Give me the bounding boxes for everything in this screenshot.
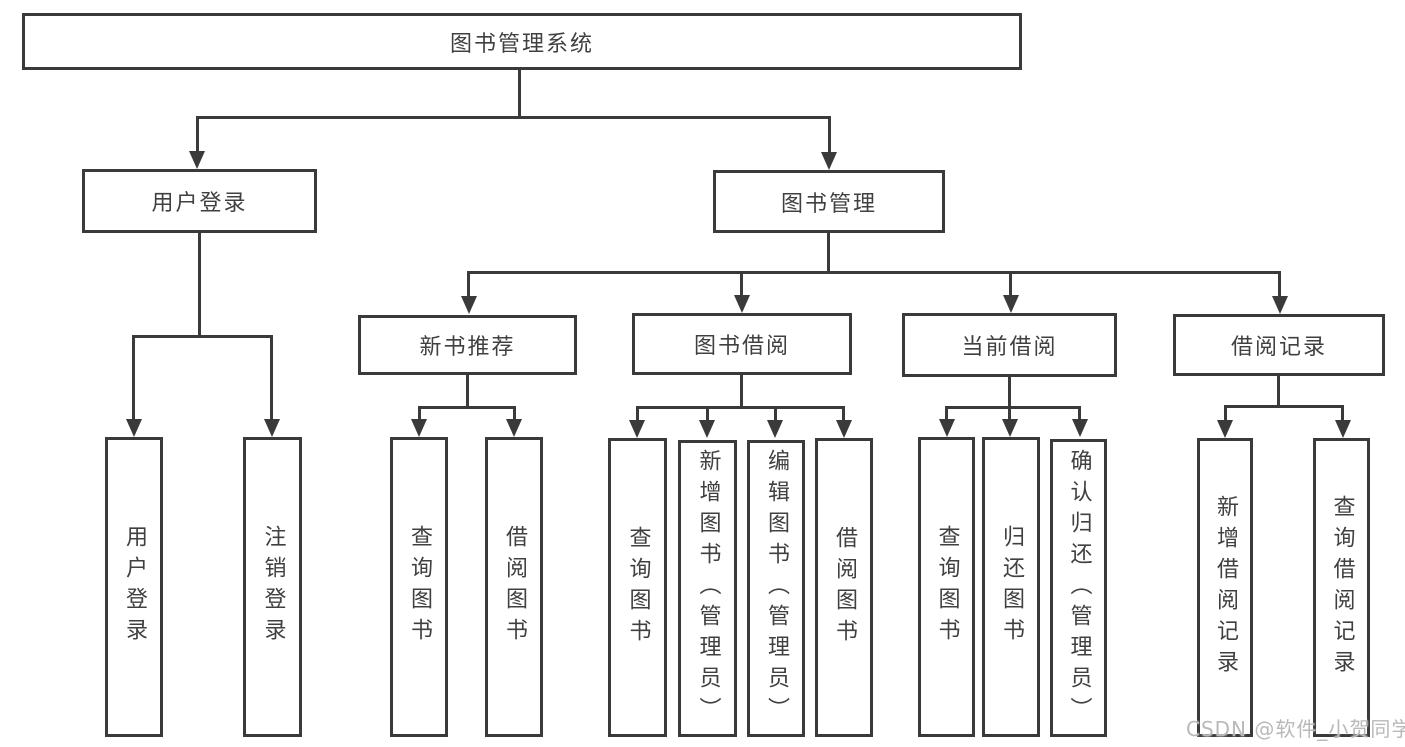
connector-line [1008,377,1011,407]
connector-line [270,335,273,421]
connector-line [418,406,421,422]
node-label: 查询图书 [625,525,651,650]
connector-line [945,406,948,422]
connector-line [197,116,831,119]
connector-line [198,233,201,336]
arrowhead-down-icon [461,296,477,314]
leaf-edit-books-admin: 编辑图书（管理员） [747,440,805,737]
node-label: 用户登录 [151,191,248,216]
arrowhead-down-icon [734,295,750,313]
arrowhead-down-icon [506,419,522,437]
node-label: 查询图书 [934,525,960,649]
connector-line [468,271,1281,274]
watermark-text: CSDN @软件_小贺同学 [1186,717,1405,741]
arrowhead-down-icon [189,151,205,169]
leaf-user-login: 用户登录 [105,437,163,737]
leaf-borrow-books-2: 借阅图书 [815,438,873,737]
node-label: 借阅图书 [502,525,527,649]
arrowhead-down-icon [1335,420,1351,438]
connector-line [132,335,135,421]
node-label: 查询图书 [407,525,432,649]
node-library-management-system: 图书管理系统 [22,13,1022,70]
arrowhead-down-icon [821,152,837,170]
connector-line [418,406,516,409]
leaf-borrow-books: 借阅图书 [485,437,543,737]
node-borrowing-records: 借阅记录 [1173,314,1385,376]
arrowhead-down-icon [629,420,645,438]
connector-line [636,406,639,422]
arrowhead-down-icon [1272,296,1288,314]
node-label: 查询借阅记录 [1329,494,1355,681]
connector-line [842,406,845,422]
node-label: 图书管理系统 [449,31,594,57]
leaf-query-books: 查询图书 [390,437,448,737]
leaf-confirm-return-admin: 确认归还（管理员） [1050,439,1107,737]
node-user-login: 用户登录 [82,169,317,233]
connector-line [1341,405,1344,422]
connector-line [1278,271,1281,298]
arrowhead-down-icon [699,420,715,438]
node-label: 新书推荐 [419,335,516,360]
node-label: 借阅记录 [1230,335,1327,360]
arrowhead-down-icon [1002,419,1018,437]
arrowhead-down-icon [264,419,280,437]
connector-line [827,233,830,272]
arrowhead-down-icon [1003,295,1019,313]
arrowhead-down-icon [939,419,955,437]
connector-line [1009,271,1012,298]
leaf-return-books: 归还图书 [982,437,1040,737]
node-label: 图书借阅 [693,334,790,359]
node-current-borrowing: 当前借阅 [902,313,1117,377]
connector-line [196,116,199,154]
connector-line [132,335,273,338]
node-label: 新增借阅记录 [1213,494,1238,681]
node-label: 用户登录 [122,525,147,649]
arrowhead-down-icon [767,420,783,438]
leaf-add-books-admin: 新增图书（管理员） [678,440,737,737]
arrowhead-down-icon [126,419,142,437]
connector-line [513,406,516,422]
leaf-query-borrow-record: 查询借阅记录 [1313,438,1370,737]
connector-line [1078,406,1081,422]
node-label: 归还图书 [999,525,1024,649]
connector-line [466,375,469,408]
connector-line [774,406,777,422]
connector-line [828,116,831,154]
connector-line [740,271,743,298]
connector-line [1224,405,1227,422]
node-label: 当前借阅 [961,335,1058,360]
leaf-query-books-2: 查询图书 [608,438,667,737]
connector-line [1224,405,1344,408]
node-label: 图书管理 [780,191,877,217]
connector-line [945,406,1081,409]
arrowhead-down-icon [1072,419,1088,437]
leaf-add-borrow-record: 新增借阅记录 [1197,438,1253,737]
node-book-borrowing: 图书借阅 [632,313,852,375]
arrowhead-down-icon [411,419,427,437]
node-label: 确认归还（管理员） [1066,448,1092,728]
node-new-book-recommendation: 新书推荐 [358,315,577,375]
arrowhead-down-icon [1217,420,1233,438]
node-label: 注销登录 [260,525,286,649]
connector-line [1277,376,1280,406]
node-label: 新增图书（管理员） [695,449,721,728]
node-book-management: 图书管理 [713,170,945,233]
connector-line [1008,406,1011,422]
connector-line [636,406,845,409]
node-label: 编辑图书（管理员） [764,449,789,728]
leaf-logout: 注销登录 [243,437,302,737]
connector-line [740,375,743,408]
node-label: 借阅图书 [832,525,857,650]
connector-line [518,70,521,117]
connector-line [467,271,470,298]
connector-line [706,406,709,422]
arrowhead-down-icon [836,420,852,438]
leaf-query-books-3: 查询图书 [918,437,975,737]
